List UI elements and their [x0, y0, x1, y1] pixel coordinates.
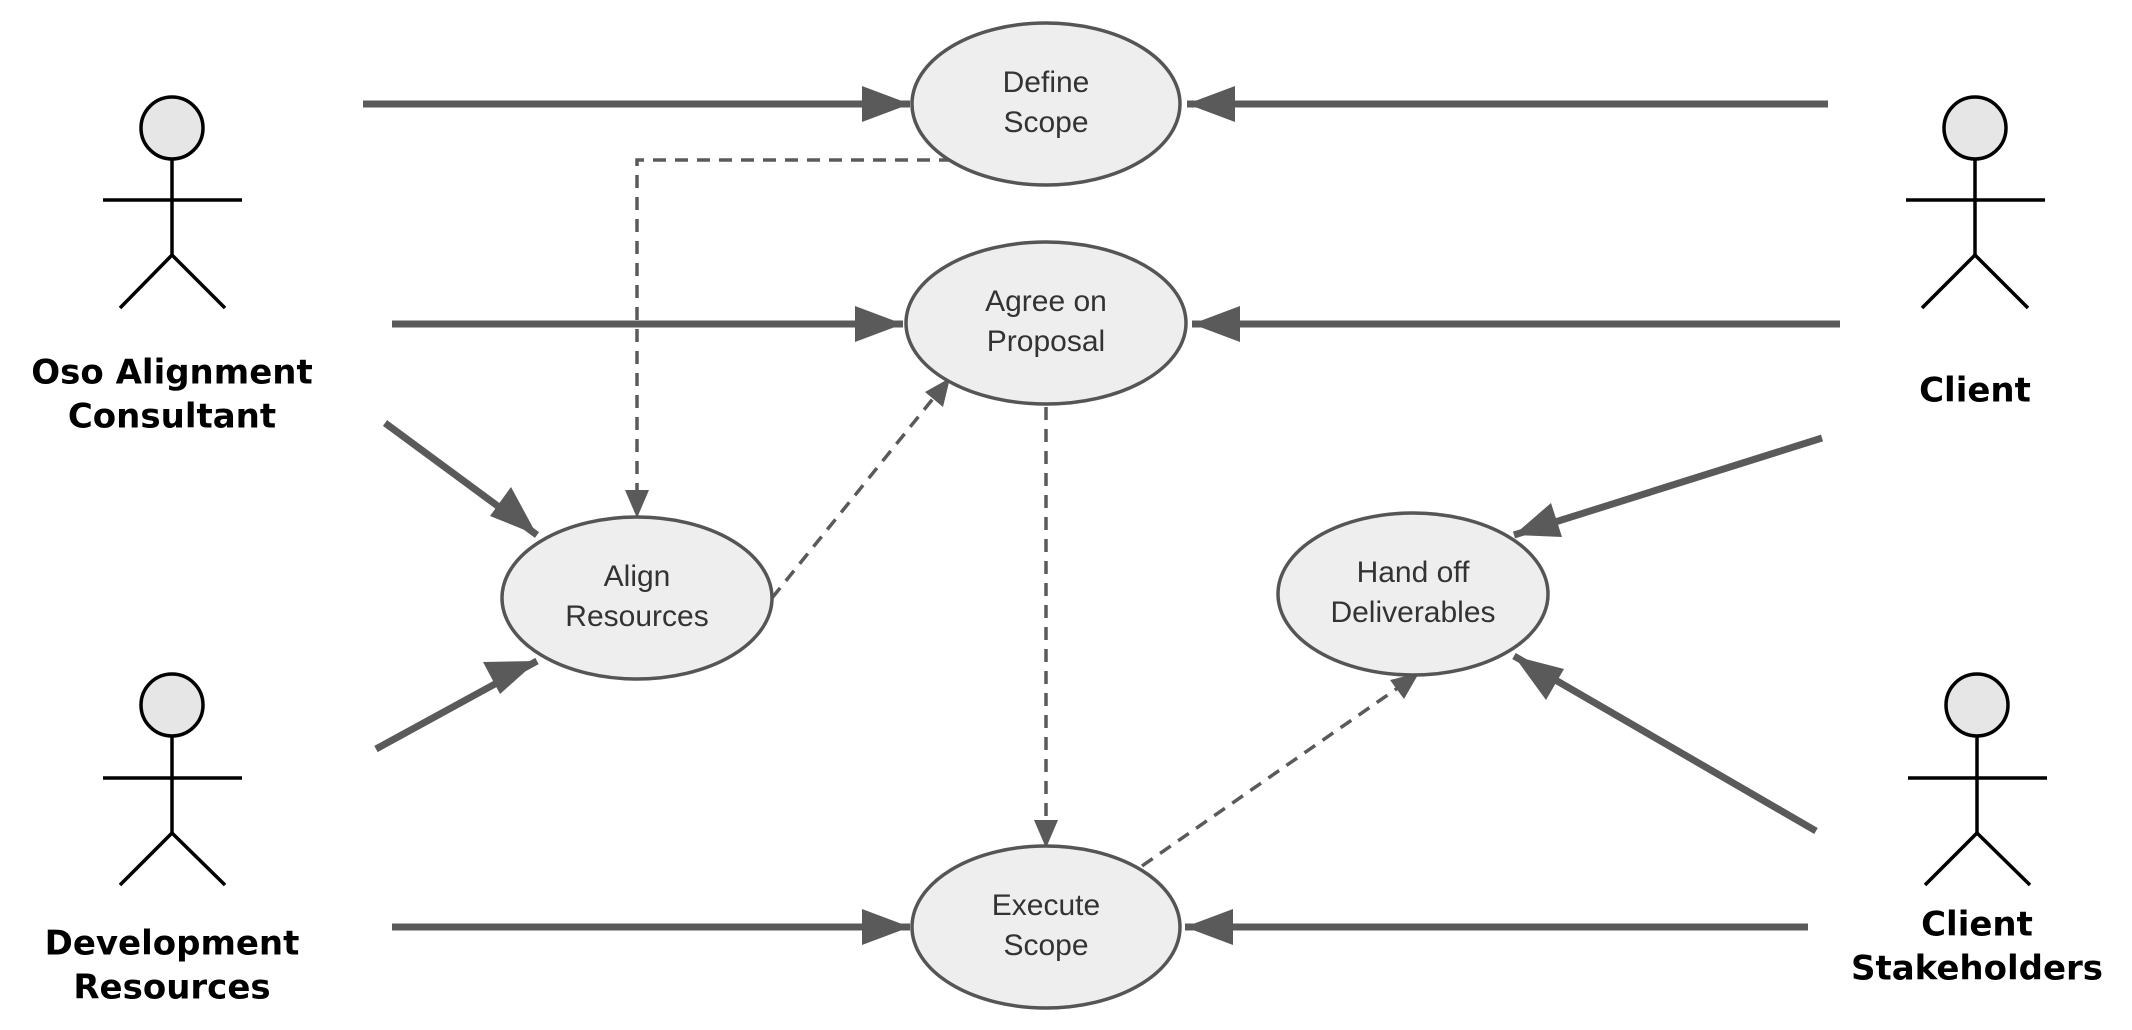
actor-label: Client	[1919, 371, 2031, 411]
use-case-label: Deliverables	[1330, 596, 1495, 629]
use-cases: Define Scope Agree on Proposal Align Res…	[500, 21, 1550, 1010]
actor-client[interactable]: Client	[1906, 95, 2045, 411]
dependency-execute-handoff	[1141, 676, 1413, 868]
use-case-label: Scope	[1003, 929, 1088, 962]
use-case-label: Agree on	[985, 285, 1107, 318]
arrowhead-dep-align	[625, 490, 649, 518]
use-case-align-resources-shape	[500, 515, 774, 681]
arrowhead-agree-left	[855, 306, 903, 342]
use-case-agree-on-proposal-shape	[904, 240, 1188, 406]
actors: Oso Alignment Consultant Development Res…	[31, 95, 2103, 1008]
use-case-hand-off-deliverables-shape	[1276, 511, 1550, 677]
use-case-label: Hand off	[1357, 556, 1471, 589]
stick-figure-icon	[103, 672, 242, 887]
actor-label: Oso Alignment	[31, 353, 312, 393]
arrowhead-dep-execute	[1034, 820, 1058, 848]
actor-label: Development	[45, 924, 300, 964]
arrowhead-dep-agree	[925, 378, 950, 407]
use-case-label: Align	[604, 560, 671, 593]
use-case-hand-off-deliverables[interactable]: Hand off Deliverables	[1276, 511, 1550, 677]
associations	[363, 100, 1840, 931]
arrowhead-align-bottom	[483, 661, 537, 694]
use-case-label: Define	[1003, 66, 1090, 99]
arrowhead-execute-left	[862, 909, 910, 945]
use-case-align-resources[interactable]: Align Resources	[500, 515, 774, 681]
dependencies	[635, 158, 1413, 868]
use-case-label: Scope	[1003, 106, 1088, 139]
use-case-agree-on-proposal[interactable]: Agree on Proposal	[904, 240, 1188, 406]
use-case-execute-scope-shape	[910, 844, 1182, 1010]
use-case-label: Proposal	[987, 325, 1105, 358]
use-case-label: Execute	[992, 889, 1100, 922]
association-stakeholders-handoff	[1512, 652, 1818, 835]
arrowhead-handoff-bottom	[1514, 656, 1564, 700]
association-client-handoff	[1512, 434, 1824, 539]
use-case-execute-scope[interactable]: Execute Scope	[910, 844, 1182, 1010]
use-case-label: Resources	[565, 600, 708, 633]
actor-label: Stakeholders	[1851, 949, 2103, 989]
arrowhead-agree-right	[1192, 306, 1240, 342]
actor-development-resources[interactable]: Development Resources	[45, 672, 300, 1008]
stick-figure-icon	[103, 95, 242, 310]
arrowhead-define-left	[862, 86, 910, 122]
actor-oso-alignment-consultant[interactable]: Oso Alignment Consultant	[31, 95, 313, 437]
actor-label: Consultant	[68, 397, 276, 437]
arrowhead-align-top	[490, 487, 537, 535]
arrowhead-execute-right	[1185, 909, 1233, 945]
actor-label: Client	[1921, 905, 2033, 945]
actor-client-stakeholders[interactable]: Client Stakeholders	[1851, 672, 2103, 989]
stick-figure-icon	[1906, 95, 2045, 310]
arrowhead-handoff-top	[1514, 503, 1562, 537]
arrowhead-dep-handoff	[1390, 673, 1419, 699]
actor-label: Resources	[73, 968, 270, 1008]
arrowheads	[483, 86, 1564, 945]
use-case-define-scope-shape	[910, 21, 1182, 187]
stick-figure-icon	[1908, 672, 2047, 887]
arrowhead-define-right	[1187, 86, 1235, 122]
use-case-define-scope[interactable]: Define Scope	[910, 21, 1182, 187]
dependency-align-agree	[770, 383, 946, 600]
dependency-define-align	[635, 158, 952, 508]
